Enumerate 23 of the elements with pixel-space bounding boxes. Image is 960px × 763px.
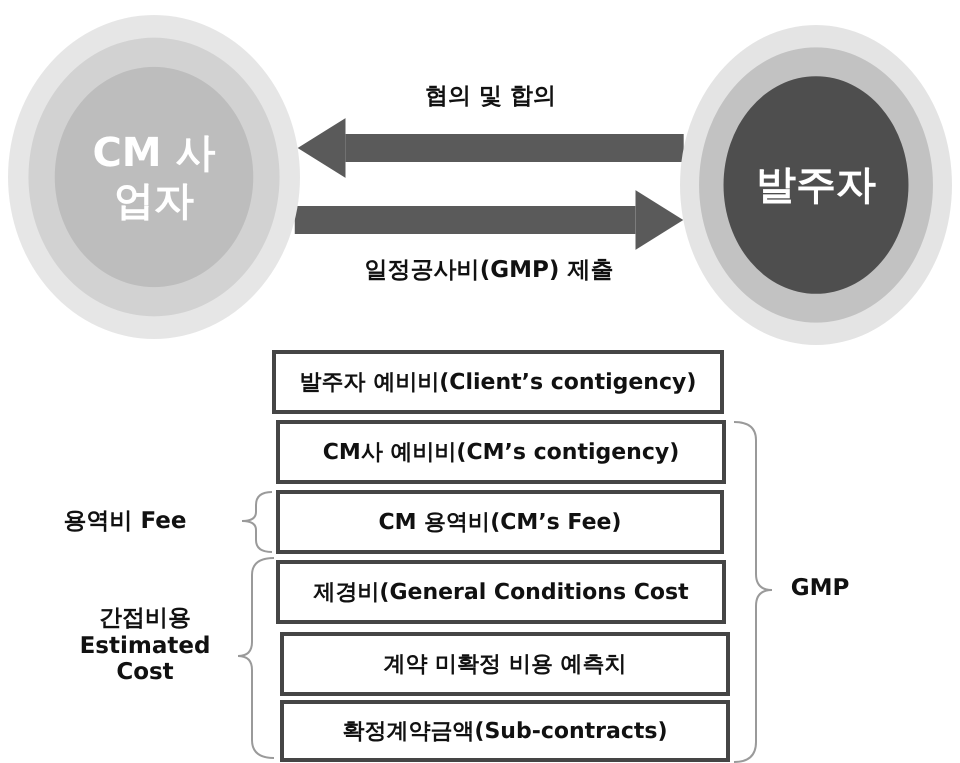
cost-box xyxy=(280,700,730,762)
box-label: 발주자 예비비(Client’s contigency) xyxy=(300,369,696,397)
cost-box xyxy=(280,632,730,696)
block-arrow xyxy=(298,118,684,178)
circle-node xyxy=(8,15,300,339)
cost-box xyxy=(272,350,724,414)
cost-box xyxy=(276,560,726,624)
circle-node xyxy=(680,25,952,345)
bracket-label: 용역비 Fee xyxy=(62,507,188,536)
block-arrow xyxy=(294,190,684,250)
box-label: 제경비(General Conditions Cost xyxy=(313,579,689,607)
box-label: CM사 예비비(CM’s contigency) xyxy=(322,439,680,467)
bracket-label: GMP xyxy=(790,575,850,601)
node-label: 발주자 xyxy=(755,161,877,209)
cost-box xyxy=(276,490,724,554)
box-label: 계약 미확정 비용 예측치 xyxy=(384,651,626,679)
cost-box xyxy=(276,420,726,484)
node-label: CM 사업자 xyxy=(91,129,217,225)
box-label: 확정계약금액(Sub-contracts) xyxy=(342,718,668,746)
box-label: CM 용역비(CM’s Fee) xyxy=(378,509,622,537)
bracket-label: 간접비용 Estimated Cost xyxy=(78,604,212,685)
edge-label: 협의 및 합의 xyxy=(425,82,556,111)
edge-label: 일정공사비(GMP) 제출 xyxy=(364,256,614,285)
